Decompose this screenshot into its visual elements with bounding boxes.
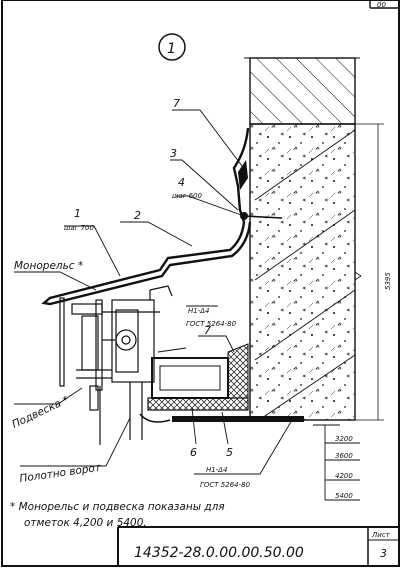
elevation-3: 4200 xyxy=(335,472,353,480)
weld-symbol-bottom-b: ГОСТ 5264-80 xyxy=(200,481,251,489)
view-marker-number: 1 xyxy=(167,41,176,57)
callout-6: 6 xyxy=(190,446,197,459)
lintel-channel-inner xyxy=(159,365,221,391)
elevation-1: 3200 xyxy=(335,435,353,443)
callout-5: 5 xyxy=(226,446,233,459)
elevation-marks xyxy=(313,424,360,501)
wall-break-right xyxy=(354,271,362,281)
sheet-label: Лист xyxy=(371,531,391,539)
callout-7-top: 7 xyxy=(173,97,180,110)
concrete-hatch xyxy=(254,129,356,419)
flashing-profile xyxy=(41,127,252,306)
callout-3: 3 xyxy=(170,147,177,160)
bottom-seal xyxy=(147,397,249,411)
view-marker-circle xyxy=(158,33,186,61)
sheet-number: 3 xyxy=(380,547,387,560)
callout-1-step: шаг 700 xyxy=(64,224,95,232)
monorail-assembly xyxy=(59,285,173,445)
weld-arrow-line xyxy=(157,347,187,353)
callout-4-step: шаг 600 xyxy=(172,192,203,200)
insulation-low xyxy=(227,343,249,399)
label-gate-leaf: Полотно ворот xyxy=(19,462,103,485)
weld-symbol-top-a: Н1-Δ4 xyxy=(188,307,210,315)
elevation-2: 3600 xyxy=(335,452,353,460)
brick-wall xyxy=(249,57,356,125)
footnote-line-2: отметок 4,200 и 5400. xyxy=(24,517,147,529)
label-hanger: Подвеска * xyxy=(10,394,71,431)
gate-leaf-edge xyxy=(139,413,171,423)
dimension-height: 5395 xyxy=(384,272,392,290)
label-monorail: Монорельс * xyxy=(14,260,83,272)
leader-lines xyxy=(14,109,293,475)
callout-1: 1 xyxy=(74,207,81,220)
footnote-line-1: * Монорельс и подвеска показаны для xyxy=(10,501,225,513)
drawing-code: 14352-28.0.00.00.50.00 xyxy=(134,545,304,561)
anchor-bolt xyxy=(243,215,283,219)
weld-symbol-bottom-a: Н1-Δ4 xyxy=(206,466,228,474)
corner-number: 00 xyxy=(377,1,386,9)
callout-2: 2 xyxy=(134,209,141,222)
lintel-channel xyxy=(151,357,229,399)
sealant-top xyxy=(238,160,248,190)
elevation-4: 5400 xyxy=(335,492,353,500)
bottom-plate xyxy=(172,416,304,422)
callout-7-low: 7 xyxy=(204,324,211,337)
callout-4: 4 xyxy=(178,176,185,189)
weld-symbol-top-b: ГОСТ 5264-80 xyxy=(186,320,237,328)
